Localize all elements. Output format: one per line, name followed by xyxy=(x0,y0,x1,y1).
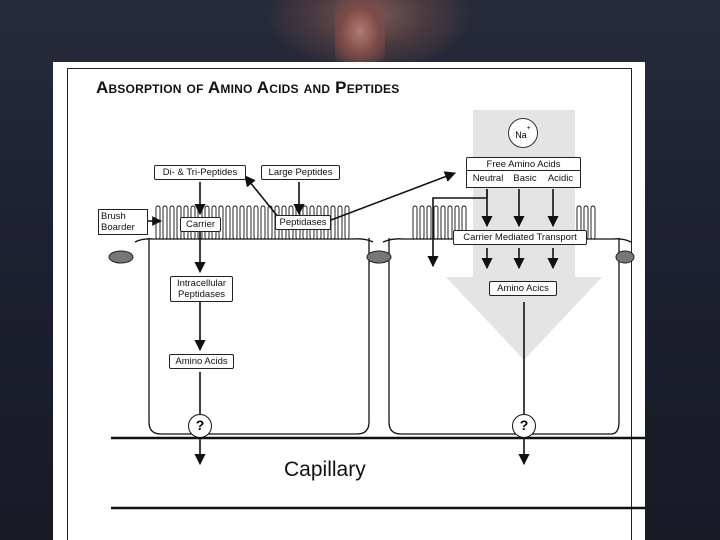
peptidases-label: Peptidases xyxy=(275,215,331,230)
amino-acids-left-label: Amino Acids xyxy=(169,354,234,369)
acidic-label: Acidic xyxy=(541,170,581,188)
tight-junction-right xyxy=(615,250,635,264)
neutral-label: Neutral xyxy=(466,170,510,188)
carrier-mediated-transport-label: Carrier Mediated Transport xyxy=(453,230,587,245)
brush-border-label: Brush Boarder xyxy=(98,209,148,235)
arrow-peptidases-to-di-tri xyxy=(244,175,280,219)
unknown-exporter-left: ? xyxy=(188,414,212,438)
arrow-peptidases-to-free-amino-acids xyxy=(330,171,457,221)
slide: Absorption of Amino Acids and Peptides xyxy=(53,62,645,540)
tight-junction-left xyxy=(108,250,134,264)
intracellular-peptidases-label: Intracellular Peptidases xyxy=(170,276,233,302)
amino-acids-right-label: Amino Acics xyxy=(489,281,557,296)
sodium-ion: Na+ xyxy=(508,118,538,148)
capillary-label: Capillary xyxy=(284,458,366,481)
basic-label: Basic xyxy=(509,170,542,188)
figure-title: Absorption of Amino Acids and Peptides xyxy=(96,78,400,97)
large-peptides-label: Large Peptides xyxy=(261,165,340,180)
carrier-label: Carrier xyxy=(180,217,221,232)
tight-junction-middle xyxy=(366,250,392,264)
arrow-branch-to-cell xyxy=(427,197,487,268)
left-cell-top xyxy=(134,238,374,243)
sodium-symbol: Na xyxy=(515,130,527,140)
background-figure xyxy=(335,0,385,62)
left-cell xyxy=(148,238,370,435)
figure-frame xyxy=(67,68,632,540)
sodium-charge: + xyxy=(526,125,531,132)
right-cell xyxy=(388,238,620,435)
unknown-exporter-right: ? xyxy=(512,414,536,438)
di-tri-peptides-label: Di- & Tri-Peptides xyxy=(154,165,246,180)
free-amino-acids-label: Free Amino Acids xyxy=(466,157,581,171)
